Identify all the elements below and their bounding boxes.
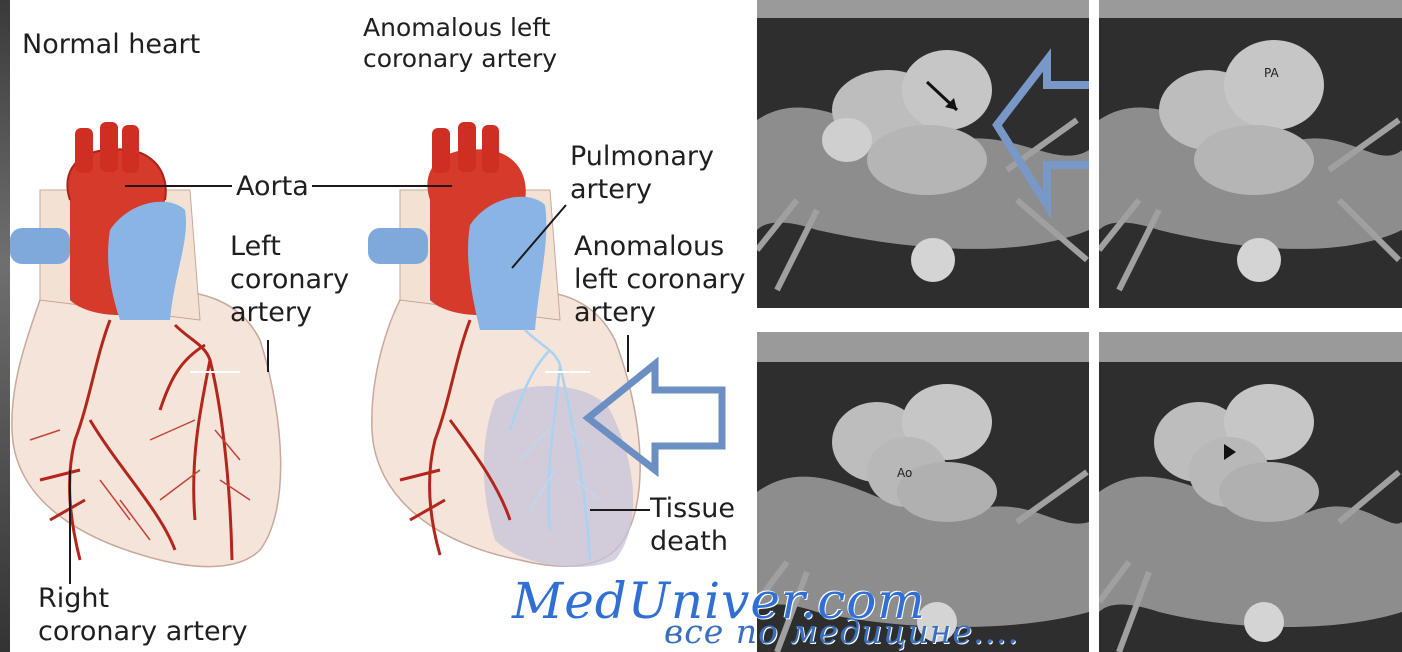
diagram-panel: Normal heart Anomalous left coronary art… xyxy=(0,0,757,652)
label-anomalous-title: Anomalous left coronary artery xyxy=(363,12,557,74)
label-normal-heart: Normal heart xyxy=(22,28,200,61)
label-anomalous-left-coronary: Anomalous left coronary artery xyxy=(574,230,745,329)
mri-bottom-right xyxy=(1099,332,1402,652)
label-tissue-death: Tissue death xyxy=(650,492,735,558)
mri-divider-horizontal xyxy=(757,308,1402,332)
mri-top-right: PA xyxy=(1099,0,1402,308)
mri-divider-vertical xyxy=(1089,0,1099,652)
watermark-sub: все по медицине.... xyxy=(664,612,1019,651)
mri-top-left xyxy=(757,0,1089,308)
label-aorta: Aorta xyxy=(236,170,309,203)
label-right-coronary: Right coronary artery xyxy=(38,582,248,648)
mri-label-pa: PA xyxy=(1264,66,1279,80)
label-pulmonary-artery: Pulmonary artery xyxy=(570,140,714,206)
mri-label-ao: Ao xyxy=(897,466,912,480)
label-left-coronary: Left coronary artery xyxy=(230,230,349,329)
